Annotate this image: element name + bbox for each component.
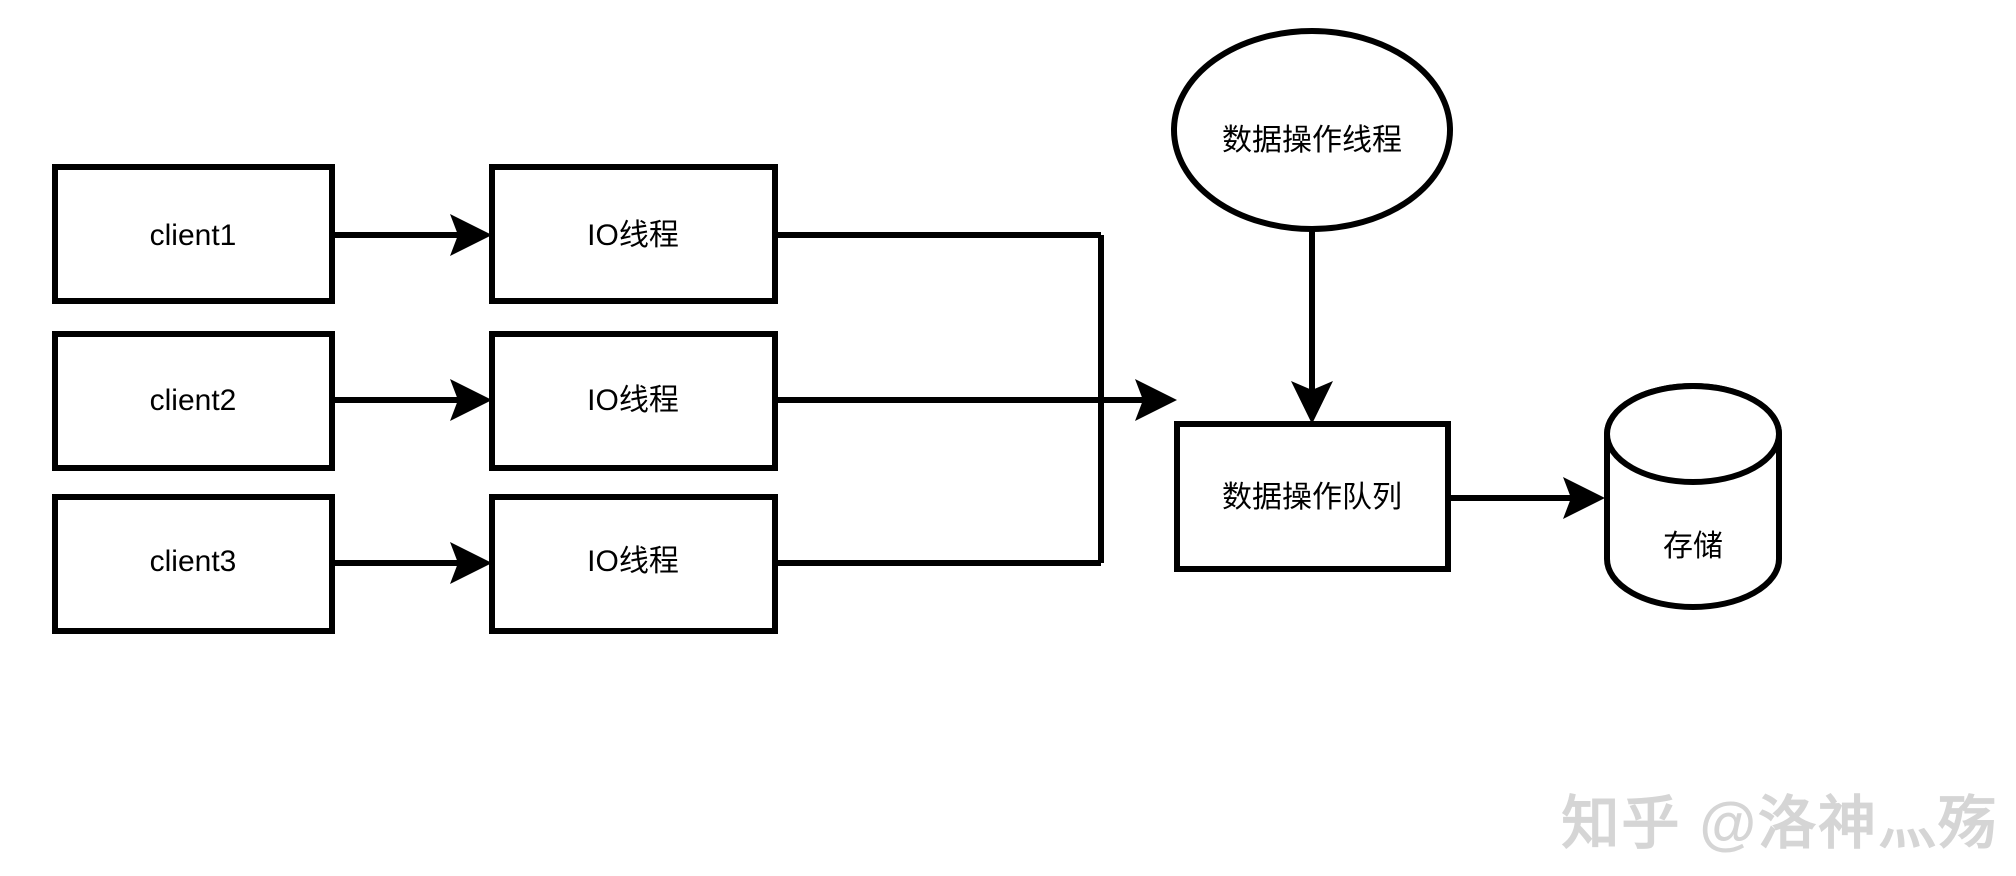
edge-client3-to-io3 (334, 542, 492, 584)
io-thread-3-label: IO线程 (587, 545, 679, 578)
client1-label: client1 (150, 219, 237, 252)
io-thread-1-label: IO线程 (587, 219, 679, 252)
client2-box[interactable] (52, 331, 335, 471)
io-thread-3-box[interactable] (489, 494, 778, 634)
edge-client1-to-io1 (334, 214, 492, 256)
edge-worker-to-queue-arrowhead (1291, 381, 1333, 424)
data-worker-thread-label: 数据操作线程 (1222, 124, 1402, 157)
node-client2[interactable]: client2 (52, 331, 335, 471)
storage-label: 存储 (1663, 530, 1723, 563)
edge-io2-to-queue (775, 379, 1177, 421)
node-client3[interactable]: client3 (52, 494, 335, 634)
io-thread-2-box[interactable] (489, 331, 778, 471)
client3-box[interactable] (52, 494, 335, 634)
edge-queue-to-storage (1448, 477, 1605, 519)
edge-worker-to-queue (1291, 229, 1333, 424)
client3-label: client3 (150, 545, 237, 578)
client1-box[interactable] (52, 164, 335, 304)
edge-client1-to-io1-arrowhead (450, 214, 492, 256)
client2-label: client2 (150, 384, 237, 417)
node-data-worker-thread[interactable]: 数据操作线程 (1171, 28, 1453, 232)
watermark: 知乎 @洛神灬殇 (1561, 791, 1998, 856)
io-thread-2-label: IO线程 (587, 384, 679, 417)
edge-client3-to-io3-arrowhead (450, 542, 492, 584)
node-data-operation-queue[interactable]: 数据操作队列 (1174, 421, 1451, 572)
node-client1[interactable]: client1 (52, 164, 335, 304)
data-operation-queue-label: 数据操作队列 (1222, 481, 1402, 514)
node-io-thread-1[interactable]: IO线程 (489, 164, 778, 304)
edge-queue-to-storage-arrowhead (1563, 477, 1605, 519)
node-storage[interactable]: 存储 (1604, 383, 1782, 610)
edge-client2-to-io2 (334, 379, 492, 421)
node-io-thread-2[interactable]: IO线程 (489, 331, 778, 471)
edge-client2-to-io2-arrowhead (450, 379, 492, 421)
edge-io-to-queue-arrowhead (1135, 379, 1177, 421)
storage-cylinder-top (1604, 383, 1782, 485)
node-io-thread-3[interactable]: IO线程 (489, 494, 778, 634)
data-operation-queue-box[interactable] (1174, 421, 1451, 572)
